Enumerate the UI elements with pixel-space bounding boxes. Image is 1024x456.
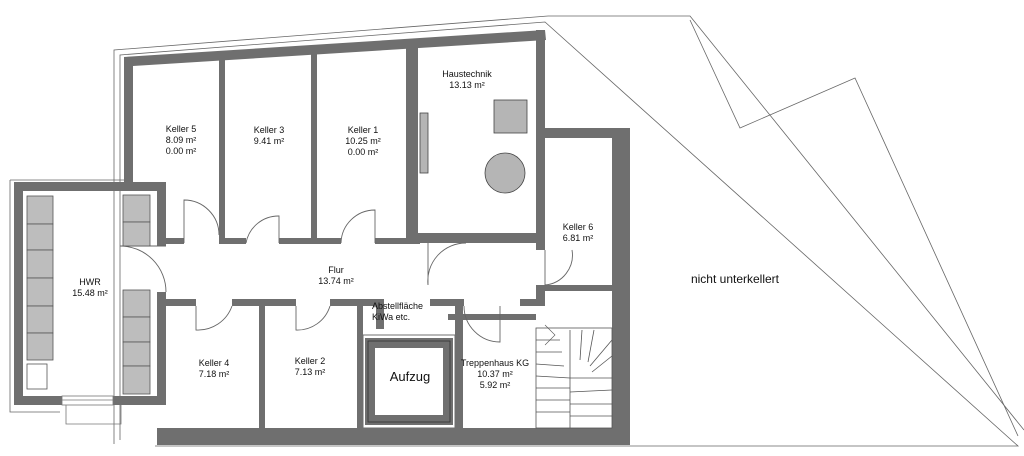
elevator-shaft (362, 334, 456, 429)
walls (14, 30, 630, 445)
outside-area-label: nicht unterkellert (690, 272, 780, 286)
elevator-label: Aufzug (389, 369, 431, 384)
hwr-storage (26, 194, 151, 395)
window (61, 395, 122, 425)
haustechnik-fixtures (419, 99, 528, 194)
staircase (535, 324, 613, 429)
